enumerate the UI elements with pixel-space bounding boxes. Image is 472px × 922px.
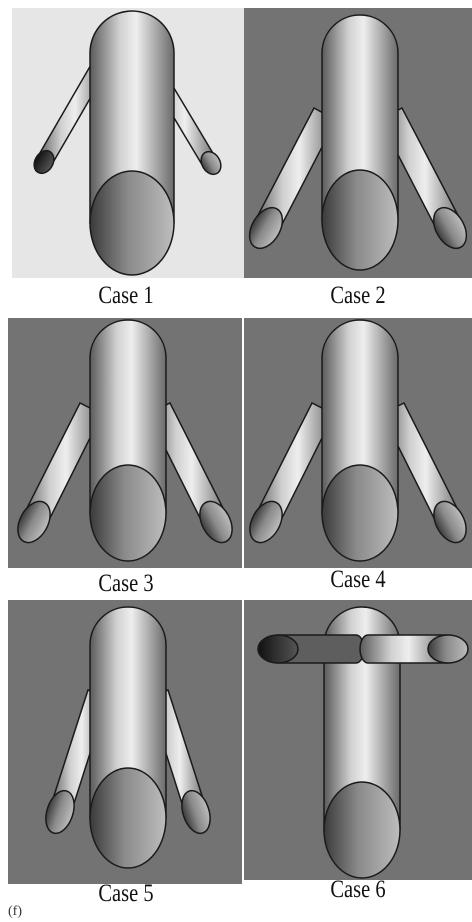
left-branch-opening xyxy=(258,635,298,663)
case-3-panel xyxy=(8,318,242,568)
case-5-panel xyxy=(8,600,242,884)
figure-footnote: (f) xyxy=(8,904,22,920)
case-1-caption: Case 1 xyxy=(29,282,223,310)
main-opening xyxy=(324,782,400,878)
case-6-caption: Case 6 xyxy=(261,876,455,904)
main-opening xyxy=(90,768,166,868)
right-branch-opening xyxy=(428,635,468,663)
main-opening xyxy=(90,465,166,561)
case-3-caption: Case 3 xyxy=(29,570,223,598)
case-4-panel xyxy=(244,318,472,568)
main-opening xyxy=(322,170,398,270)
case-1-panel xyxy=(12,8,244,278)
case-6-panel xyxy=(244,600,472,880)
main-opening xyxy=(322,465,398,561)
main-opening xyxy=(90,171,174,275)
case-5-caption: Case 5 xyxy=(29,880,223,908)
case-4-caption: Case 4 xyxy=(261,566,455,594)
case-2-caption: Case 2 xyxy=(261,282,455,310)
case-2-panel xyxy=(244,8,472,278)
